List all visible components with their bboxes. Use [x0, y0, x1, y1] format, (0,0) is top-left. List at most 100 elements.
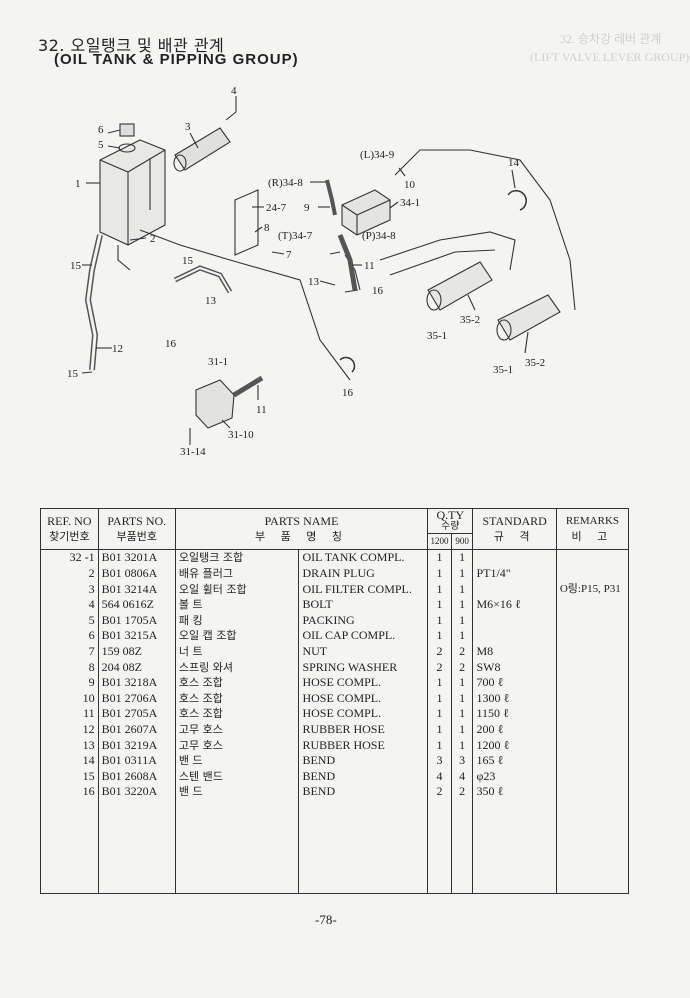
callout-label: (R)34-8	[268, 177, 303, 189]
column-header-parts-no: PARTS NO. 부품번호	[97, 507, 176, 551]
cylinder-35-1-left-shape	[427, 261, 493, 311]
parts-no-cell: B01 3218A	[97, 674, 176, 691]
filter-31-1-shape	[195, 379, 235, 429]
korean-name-cell: 오일 캡 조합	[174, 628, 300, 644]
qty-900-cell: 1	[450, 690, 474, 707]
standard-cell	[472, 581, 557, 597]
empty-cell	[472, 830, 557, 847]
standard-cell: φ23	[472, 768, 557, 785]
band-14-shape	[507, 190, 527, 211]
empty-cell	[298, 815, 429, 831]
header-standard-kor: 규 격	[493, 530, 536, 544]
empty-cell	[427, 846, 452, 863]
standard-cell: 350 ℓ	[472, 784, 557, 800]
callout-label: 24-7	[266, 202, 287, 214]
remarks-cell	[555, 768, 630, 785]
callout-label: 35-2	[525, 357, 545, 369]
header-parts-name-kor: 부 품 명 칭	[255, 530, 348, 544]
standard-cell: 165 ℓ	[472, 752, 557, 769]
callout-label: 31-1	[208, 356, 228, 368]
korean-name-cell: 볼 트	[174, 596, 300, 613]
parts-no-cell: B01 3214A	[97, 581, 176, 597]
column-header-qty: Q.TY 수량	[427, 508, 474, 534]
parts-no-cell: 204 08Z	[97, 659, 176, 675]
header-standard: STANDARD	[482, 513, 547, 528]
korean-name-cell: 너 트	[174, 643, 300, 660]
section-title-english: (OIL TANK & PIPPING GROUP)	[54, 51, 299, 68]
standard-cell: 1150 ℓ	[472, 706, 557, 722]
ref-cell: 9	[40, 674, 99, 691]
english-name-cell: RUBBER HOSE	[298, 737, 429, 753]
column-header-standard: STANDARD 규 격	[472, 507, 557, 551]
parts-no-cell: B01 2608A	[97, 768, 176, 785]
qty-1200-cell: 1	[427, 706, 452, 722]
ref-cell: 2	[40, 565, 99, 582]
remarks-cell: O링:P15, P31	[555, 581, 630, 597]
qty-1200-cell: 2	[427, 643, 452, 660]
callout-label: 16	[165, 338, 177, 350]
ref-cell: 11	[40, 706, 99, 722]
bleed-through-text: 32. 승차강 레버 관계	[560, 32, 662, 46]
ref-cell: 6	[40, 628, 99, 644]
korean-name-cell: 호스 조합	[174, 690, 300, 707]
band-16-shape	[339, 356, 356, 373]
empty-cell	[40, 830, 99, 847]
ref-cell: 10	[40, 690, 99, 707]
valve-block-shape	[341, 189, 391, 236]
korean-name-cell: 고무 호스	[174, 721, 300, 738]
header-ref-no: REF. NO	[47, 513, 92, 528]
remarks-cell	[555, 565, 630, 582]
empty-cell	[555, 877, 630, 895]
empty-cell	[427, 815, 452, 831]
empty-cell	[555, 815, 630, 831]
oil-cap-shape	[119, 123, 135, 137]
empty-cell	[40, 877, 99, 895]
callout-label: 15	[70, 260, 82, 272]
qty-1200-cell: 2	[427, 659, 452, 675]
callout-label: 15	[67, 368, 79, 380]
english-name-cell: OIL CAP COMPL.	[298, 628, 429, 644]
callout-label: 31-10	[228, 429, 254, 441]
korean-name-cell: 호스 조합	[174, 706, 300, 722]
korean-name-cell: 밴 드	[174, 752, 300, 769]
qty-900-cell: 1	[450, 581, 474, 597]
remarks-cell	[555, 706, 630, 722]
table-header-row: REF. NO 찾기번호 PARTS NO. 부품번호 PARTS NAME 부…	[40, 507, 630, 551]
empty-cell	[298, 846, 429, 863]
ref-cell: 8	[40, 659, 99, 675]
callout-label: (L)34-9	[360, 149, 395, 161]
empty-cell	[472, 815, 557, 831]
empty-table-row	[40, 877, 630, 895]
qty-900-cell: 1	[450, 565, 474, 582]
empty-cell	[298, 862, 429, 878]
korean-name-cell: 오일 휠터 조합	[174, 581, 300, 597]
qty-900-cell: 1	[450, 549, 474, 566]
remarks-cell	[555, 659, 630, 675]
english-name-cell: HOSE COMPL.	[298, 690, 429, 707]
ref-cell: 12	[40, 721, 99, 738]
empty-cell	[472, 877, 557, 895]
parts-no-cell: B01 2607A	[97, 721, 176, 738]
empty-cell	[555, 830, 630, 847]
english-name-cell: HOSE COMPL.	[298, 706, 429, 722]
qty-1200-cell: 1	[427, 596, 452, 613]
standard-cell	[472, 549, 557, 566]
empty-cell	[298, 799, 429, 816]
empty-cell	[40, 862, 99, 878]
empty-cell	[472, 799, 557, 816]
callout-label: 35-1	[493, 364, 513, 376]
parts-no-cell: B01 0311A	[97, 752, 176, 769]
empty-cell	[427, 830, 452, 847]
standard-cell: 700 ℓ	[472, 674, 557, 691]
empty-cell	[97, 862, 176, 878]
header-qty: Q.TY	[436, 508, 465, 522]
english-name-cell: BEND	[298, 784, 429, 800]
qty-900-cell: 1	[450, 612, 474, 629]
